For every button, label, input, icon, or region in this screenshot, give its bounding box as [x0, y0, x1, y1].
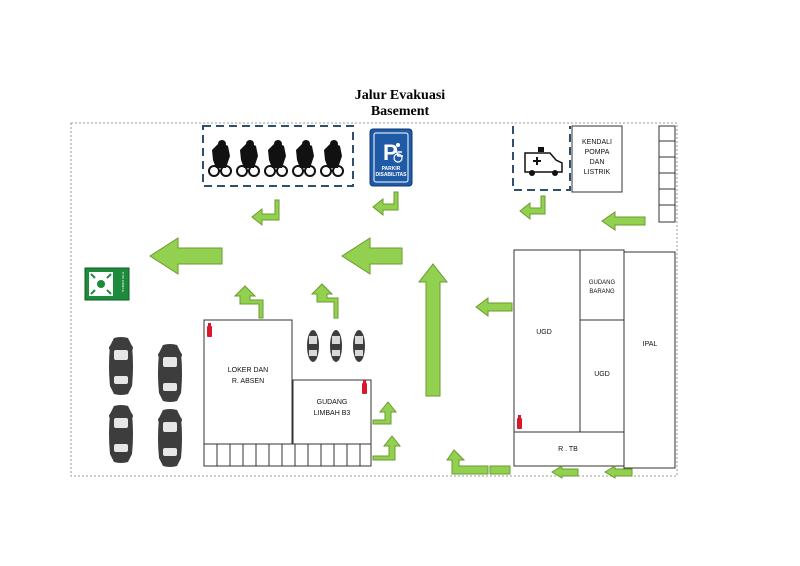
map-title-line-1: Jalur Evakuasi [354, 88, 446, 103]
label-parkir-line-2: DISABILITAS [375, 172, 407, 178]
motorcycle-parking-area [202, 125, 354, 187]
room-loker [203, 319, 293, 445]
label-gudang-barang-line-1: GUDANG [588, 280, 616, 286]
label-gudang-limbah-line-2: LIMBAH B3 [313, 410, 351, 417]
arrow-bend-up [446, 449, 489, 475]
label-loker-line-2: R. ABSEN [231, 378, 265, 385]
motorcycle-icon [292, 139, 316, 177]
label-gudang-limbah-line-1: GUDANG [316, 399, 348, 406]
evacuation-arrows [149, 191, 646, 479]
map-title-line-2: Basement [370, 104, 430, 119]
label-parkir-line-1: PARKIR [381, 166, 401, 172]
car-icon [158, 344, 182, 402]
car-icon [158, 409, 182, 467]
wheelchair-icon [396, 143, 400, 147]
arrow-bend-up-right [372, 401, 398, 425]
fire-extinguishers [207, 323, 522, 429]
fire-extinguisher-icon [207, 323, 212, 337]
label-kendali-line-2: POMPA [584, 149, 610, 156]
motorcycle-icons [208, 139, 344, 177]
ambulance-parking-area [512, 126, 571, 191]
arrow-bend-up-right [372, 435, 402, 461]
locker-strip [203, 443, 372, 467]
arrow-left-small [475, 297, 513, 317]
label-ugd-small: UGD [594, 371, 610, 378]
motorcycle-icon [264, 139, 288, 177]
arrow-left-small [551, 465, 579, 479]
label-kendali-line-4: LISTRIK [583, 169, 611, 176]
people-icon [97, 280, 105, 288]
motorcycle-icon [320, 139, 344, 177]
stairs-cells [658, 125, 676, 223]
arrow-bend-left [251, 199, 280, 227]
scooter-icon [353, 330, 365, 362]
car-icons [109, 337, 182, 467]
arrow-bend-left [519, 195, 546, 221]
motorcycle-icon [208, 139, 232, 177]
ambulance-icon [524, 147, 563, 176]
label-kendali-line-3: DAN [589, 159, 605, 166]
arrow-up-long [417, 263, 449, 397]
scooter-icons [307, 330, 365, 362]
motorcycle-icon [236, 139, 260, 177]
label-kendali-line-1: KENDALI [582, 139, 612, 146]
arrow-bend-up [233, 285, 264, 319]
label-ipal: IPAL [642, 341, 658, 348]
room-kendali-pompa [571, 125, 623, 193]
arrow-left-large [341, 237, 403, 275]
arrow-left-small [604, 465, 633, 479]
basement-boundary [70, 122, 678, 477]
scooter-icon [330, 330, 342, 362]
room-rtb [513, 431, 625, 467]
label-assembly-point: TITIK KUMPUL [121, 271, 125, 293]
car-icon [109, 405, 133, 463]
room-ugd-small [579, 319, 625, 433]
car-icon [109, 337, 133, 395]
assembly-point-sign [84, 267, 130, 301]
arrow-bend-left [372, 191, 399, 217]
room-ipal [623, 251, 676, 469]
right-building [513, 249, 676, 469]
arrow-bend-up [310, 283, 339, 319]
label-rtb: R . TB [558, 446, 578, 453]
disability-parking-sign: P [369, 128, 413, 187]
scooter-icon [307, 330, 319, 362]
label-gudang-barang-line-2: BARANG [589, 289, 615, 295]
arrow-left-small [601, 211, 646, 231]
label-ugd-main: UGD [536, 329, 552, 336]
label-loker-line-1: LOKER DAN [227, 367, 269, 374]
fire-extinguisher-icon [362, 380, 367, 394]
arrow-left-large [149, 237, 223, 275]
arrow-segment [489, 465, 511, 475]
fire-extinguisher-icon [517, 415, 522, 429]
